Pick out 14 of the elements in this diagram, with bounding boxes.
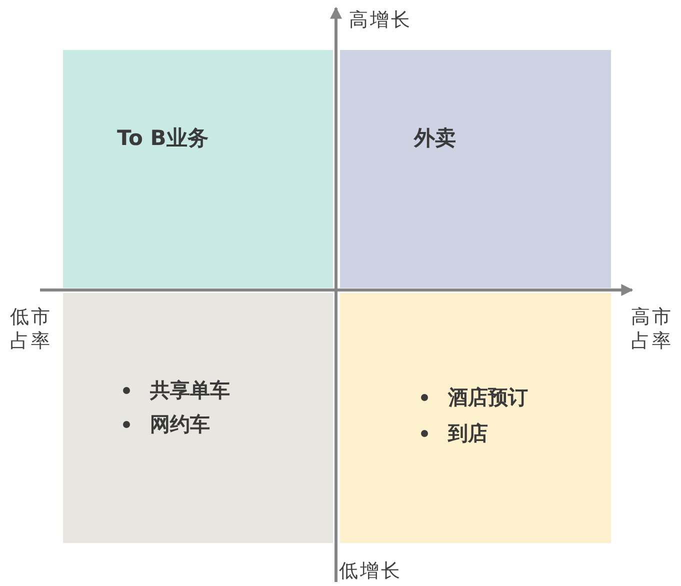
quadrant-title: 外卖 [414, 125, 456, 151]
quadrant-box [63, 293, 333, 543]
bullet-item: 共享单车 [150, 377, 230, 403]
quadrant-box [340, 50, 611, 288]
axis-label: 高增长 [349, 8, 413, 32]
bullet-item: 到店 [448, 420, 488, 446]
quadrant-box [340, 293, 611, 543]
bullet-item: 网约车 [150, 411, 210, 437]
axis-label: 低增长 [339, 559, 403, 583]
axis-label: 低市占率 [10, 305, 53, 353]
quadrant-box [63, 50, 333, 288]
quadrant-title: To B业务 [117, 125, 208, 151]
axis-label: 高市占率 [631, 305, 674, 353]
bullet-item: 酒店预订 [448, 384, 528, 410]
